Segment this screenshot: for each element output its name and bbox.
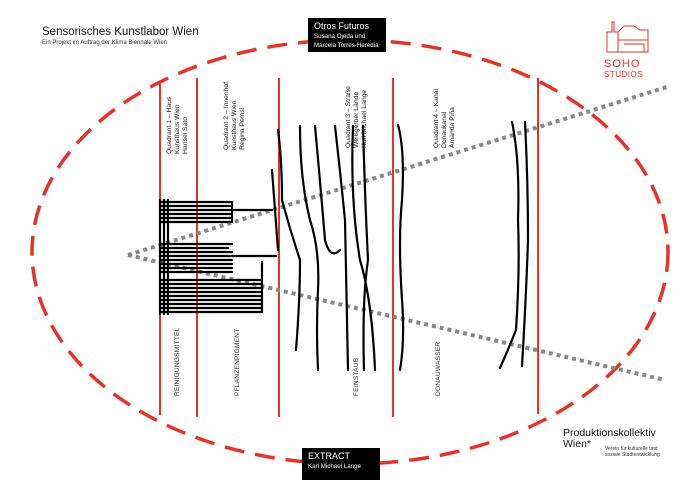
top-box-line1: Susana Ojeda und bbox=[314, 33, 366, 40]
dotted-rays bbox=[127, 85, 668, 382]
material-label: DONAUWASSER bbox=[435, 341, 442, 396]
quadrant-artist: Regina Pemsl bbox=[239, 107, 246, 150]
quadrant-title: Quadrant 2 – Innenhof bbox=[223, 81, 230, 150]
quadrant-title: Quadrant 4 – Kanal bbox=[433, 89, 440, 148]
top-project-box: Otros Futuros Susana Ojeda und Marcela T… bbox=[308, 18, 386, 52]
material-label: FEINSTAUB bbox=[353, 357, 360, 396]
quadrant-title: Quadrant 3 – Straße bbox=[345, 86, 352, 148]
quadrant-location: Weißgerber Lände bbox=[353, 91, 360, 148]
top-box-line2: Marcela Torres-Heredia bbox=[314, 42, 379, 49]
org-name-line2: Wien* bbox=[563, 438, 592, 450]
quadrant-artist: Hansel Sato bbox=[182, 116, 189, 154]
quadrant-1-label: Quadrant 1 – Haus Kunsthaus Wien Hansel … bbox=[166, 97, 190, 154]
bottom-box-title: EXTRACT bbox=[308, 451, 351, 461]
org-name-line1: Produktionskollektiv bbox=[563, 427, 656, 439]
material-label: PFLANZENPIGMENT bbox=[234, 328, 241, 396]
material-label: REINIGUNGSMITTEL bbox=[174, 327, 181, 396]
quadrant-artist: Karl Michael Lange bbox=[361, 89, 368, 148]
quadrant-title: Quadrant 1 – Haus bbox=[166, 96, 173, 154]
quadrant-location: Kunsthaus Wien bbox=[231, 100, 238, 151]
soho-studios-logo: SOHO STUDIOS bbox=[604, 18, 650, 79]
org-desc-line1: Verein für kulturelle und bbox=[605, 446, 658, 452]
bottom-project-box: EXTRACT Karl Michael Lange bbox=[302, 448, 380, 480]
page-title: Sensorisches Kunstlabor Wien bbox=[42, 26, 199, 38]
building-icon bbox=[606, 21, 649, 53]
bottom-box-line1: Karl Michael Lange bbox=[308, 463, 361, 470]
page-subtitle: Ein Projekt im Auftrag der Klima Biennal… bbox=[42, 40, 168, 46]
quadrant-location: Donaukanal bbox=[441, 111, 448, 148]
quadrant-2-label: Quadrant 2 – Innenhof Kunsthaus Wien Reg… bbox=[223, 82, 247, 150]
quadrant-3-label: Quadrant 3 – Straße Weißgerber Lände Kar… bbox=[345, 86, 369, 148]
ink-drawing bbox=[158, 120, 530, 372]
quadrant-location: Kunsthaus Wien bbox=[174, 104, 181, 155]
logo-line1: SOHO bbox=[604, 58, 641, 70]
top-box-title: Otros Futuros bbox=[314, 21, 370, 31]
quadrant-4-label: Quadrant 4 – Kanal Donaukanal Amanda Piñ… bbox=[433, 89, 457, 148]
logo-line2: STUDIOS bbox=[604, 70, 644, 79]
org-name: Produktionskollektiv Wien* bbox=[563, 428, 656, 450]
quadrant-artist: Amanda Piña bbox=[449, 107, 456, 148]
org-description: Verein für kulturelle und soziale Stadte… bbox=[605, 446, 660, 458]
org-desc-line2: soziale Stadtentwicklung bbox=[605, 452, 660, 458]
